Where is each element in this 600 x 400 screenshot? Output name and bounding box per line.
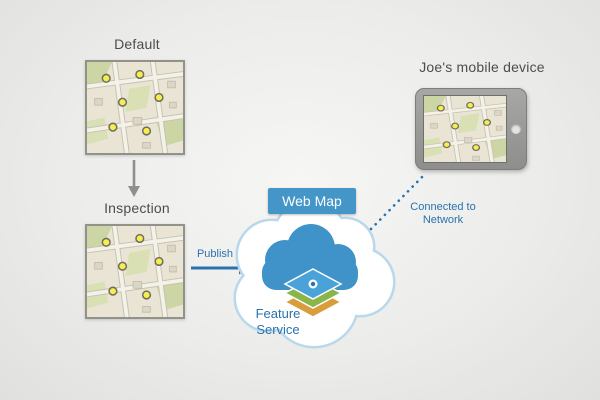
inspection-map-label: Inspection [104, 200, 170, 216]
network-status-label: Connected to Network [410, 201, 476, 226]
feature-layers-icon [283, 268, 343, 318]
home-button-icon [511, 124, 521, 134]
default-map-thumbnail [85, 60, 185, 155]
arrow-down-icon [128, 160, 140, 197]
network-connection-line [369, 171, 428, 231]
map-icon [424, 96, 507, 163]
map-icon [87, 62, 183, 153]
publish-label: Publish [196, 248, 234, 260]
tablet-screen [423, 95, 507, 163]
inspection-map-thumbnail [85, 224, 185, 319]
device-label: Joe's mobile device [419, 59, 545, 75]
feature-service-label: Feature Service [255, 306, 301, 337]
tablet-device [415, 88, 527, 170]
map-icon [87, 226, 183, 317]
web-map-badge: Web Map [268, 188, 356, 214]
default-map-label: Default [114, 36, 160, 52]
